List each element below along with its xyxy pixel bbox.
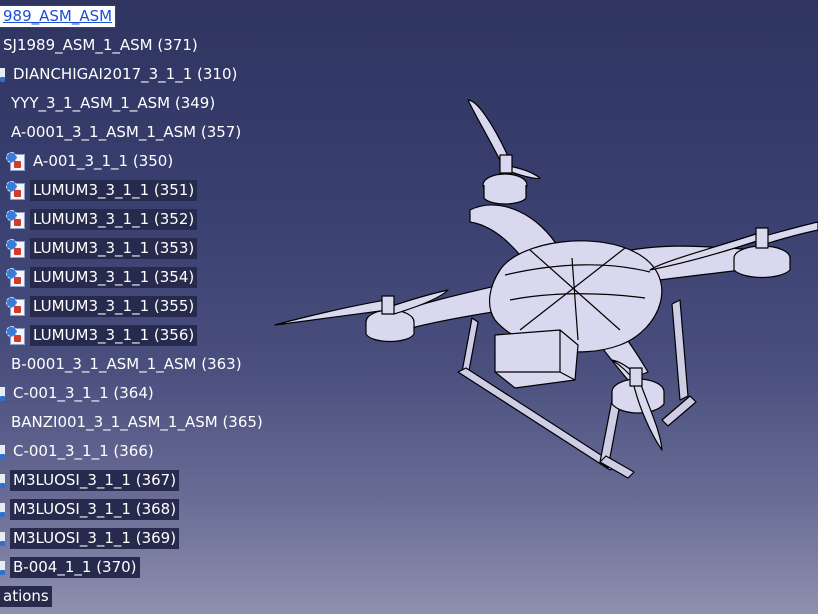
tree-node-label[interactable]: SJ1989_ASM_1_ASM (371) — [3, 36, 198, 54]
tree-node-label[interactable]: BANZI001_3_1_ASM_1_ASM (365) — [11, 413, 263, 431]
tree-node-label[interactable]: M3LUOSI_3_1_1 (368) — [10, 498, 180, 520]
tree-node-label[interactable]: LUMUM3_3_1_1 (356) — [30, 324, 198, 346]
tree-node[interactable]: LUMUM3_3_1_1 (353) — [6, 237, 198, 259]
tree-node-label[interactable]: LUMUM3_3_1_1 (353) — [30, 237, 198, 259]
tree-node-label[interactable]: C-001_3_1_1 (364) — [13, 384, 154, 402]
tree-node-label[interactable]: 989_ASM_ASM — [0, 4, 117, 28]
tree-node[interactable]: SJ1989_ASM_1_ASM (371) — [0, 34, 201, 56]
tree-node-label[interactable]: B-0001_3_1_ASM_1_ASM (363) — [11, 355, 242, 373]
tree-node[interactable]: A-0001_3_1_ASM_1_ASM (357) — [8, 121, 244, 143]
part-icon[interactable] — [0, 500, 8, 518]
tree-node[interactable]: M3LUOSI_3_1_1 (367) — [0, 469, 180, 491]
tree-node-label[interactable]: C-001_3_1_1 (366) — [13, 442, 154, 460]
tree-node[interactable]: LUMUM3_3_1_1 (356) — [6, 324, 198, 346]
tree-node-label[interactable]: A-001_3_1_1 (350) — [33, 152, 174, 170]
component-icon[interactable] — [6, 268, 28, 287]
component-icon[interactable] — [6, 239, 28, 258]
landing-gear — [457, 299, 697, 479]
part-icon[interactable] — [0, 529, 8, 547]
tree-node[interactable]: B-004_1_1 (370) — [0, 556, 140, 578]
component-icon[interactable] — [6, 297, 28, 316]
tree-node-label[interactable]: ations — [0, 585, 52, 607]
component-icon[interactable] — [6, 326, 28, 345]
component-icon[interactable] — [6, 152, 28, 171]
tree-node-label[interactable]: LUMUM3_3_1_1 (351) — [30, 179, 198, 201]
tree-node[interactable]: M3LUOSI_3_1_1 (369) — [0, 527, 180, 549]
tree-node[interactable]: BANZI001_3_1_ASM_1_ASM (365) — [8, 411, 266, 433]
tree-node-label[interactable]: LUMUM3_3_1_1 (355) — [30, 295, 198, 317]
tree-node-label[interactable]: YYY_3_1_ASM_1_ASM (349) — [11, 94, 216, 112]
tree-node[interactable]: B-0001_3_1_ASM_1_ASM (363) — [8, 353, 245, 375]
tree-node[interactable]: YYY_3_1_ASM_1_ASM (349) — [8, 92, 218, 114]
tree-node[interactable]: ations — [0, 585, 52, 607]
propeller-front-left — [274, 289, 449, 326]
tree-node[interactable]: A-001_3_1_1 (350) — [6, 150, 176, 172]
tree-node-label[interactable]: LUMUM3_3_1_1 (354) — [30, 266, 198, 288]
part-icon[interactable] — [0, 384, 8, 402]
propeller-back-right — [649, 221, 818, 271]
tree-node-label[interactable]: DIANCHIGAI2017_3_1_1 (310) — [13, 65, 238, 83]
tree-node-label[interactable]: B-004_1_1 (370) — [10, 556, 140, 578]
part-icon[interactable] — [0, 471, 8, 489]
part-icon[interactable] — [0, 65, 8, 83]
tree-node[interactable]: C-001_3_1_1 (364) — [0, 382, 157, 404]
tree-node[interactable]: LUMUM3_3_1_1 (351) — [6, 179, 198, 201]
part-icon[interactable] — [0, 442, 8, 460]
tree-node[interactable]: LUMUM3_3_1_1 (355) — [6, 295, 198, 317]
tree-node-label[interactable]: M3LUOSI_3_1_1 (369) — [10, 527, 180, 549]
propeller-front-right — [611, 359, 663, 451]
part-icon[interactable] — [0, 558, 8, 576]
tree-node[interactable]: LUMUM3_3_1_1 (352) — [6, 208, 198, 230]
tree-node[interactable]: C-001_3_1_1 (366) — [0, 440, 157, 462]
component-icon[interactable] — [6, 210, 28, 229]
camera-gimbal — [494, 329, 579, 389]
tree-node[interactable]: M3LUOSI_3_1_1 (368) — [0, 498, 180, 520]
component-icon[interactable] — [6, 181, 28, 200]
tree-node-label[interactable]: A-0001_3_1_ASM_1_ASM (357) — [11, 123, 242, 141]
tree-node[interactable]: LUMUM3_3_1_1 (354) — [6, 266, 198, 288]
tree-node-selected[interactable]: 989_ASM_ASM — [0, 4, 117, 28]
tree-node-label[interactable]: M3LUOSI_3_1_1 (367) — [10, 469, 180, 491]
tree-node[interactable]: DIANCHIGAI2017_3_1_1 (310) — [0, 63, 240, 85]
drone-model[interactable] — [274, 99, 818, 479]
drone-body — [488, 240, 663, 353]
tree-node-label[interactable]: LUMUM3_3_1_1 (352) — [30, 208, 198, 230]
propeller-back-left — [467, 99, 541, 180]
